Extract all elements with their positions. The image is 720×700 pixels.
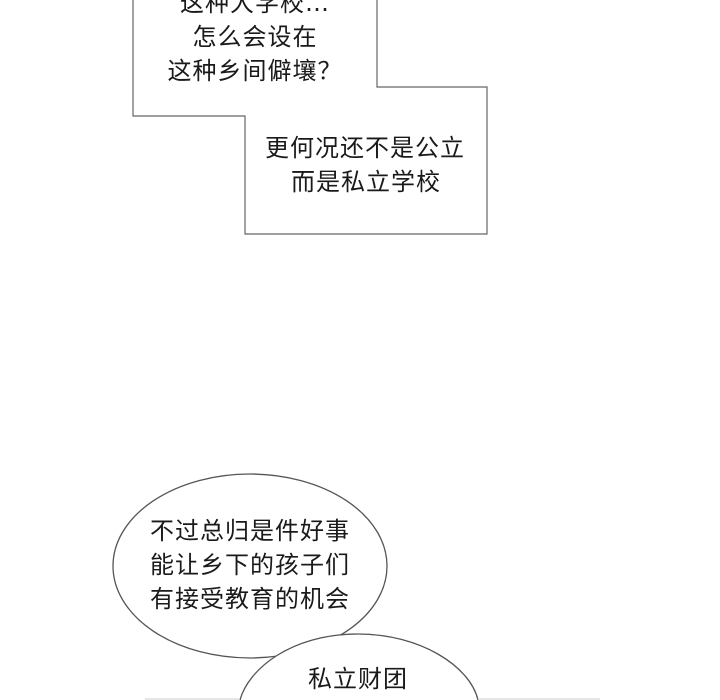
narration-text-lower: 更何况还不是公立 而是私立学校 [265, 131, 480, 199]
text-line: 私立财团 [308, 665, 408, 693]
text-line: 而是私立学校 [291, 168, 441, 196]
oval-speech-bubble-outline [112, 473, 388, 659]
text-line: 有接受教育的机会 [150, 585, 350, 613]
text-line: 这种大学校… [180, 0, 330, 17]
bottom-bubble-text: 私立财团 [298, 662, 418, 696]
narration-text-upper: 这种大学校… 怎么会设在 这种乡间僻壤？ [135, 0, 375, 88]
speech-bubble-text: 不过总归是件好事 能让乡下的孩子们 有接受教育的机会 [140, 514, 360, 616]
text-line: 不过总归是件好事 [150, 517, 350, 545]
text-line: 这种乡间僻壤？ [167, 57, 343, 85]
text-line: 怎么会设在 [192, 23, 318, 51]
text-line: 能让乡下的孩子们 [150, 551, 350, 579]
bottom-speech-bubble-outline [239, 633, 479, 700]
narration-box-upper-outline [132, 0, 488, 235]
text-line: 更何况还不是公立 [265, 134, 465, 162]
